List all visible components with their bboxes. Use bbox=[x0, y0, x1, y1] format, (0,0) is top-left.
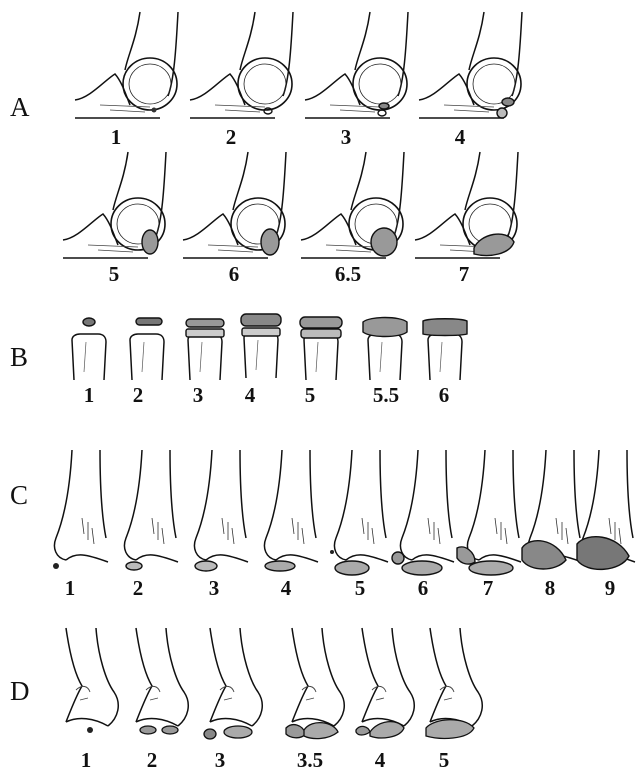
panel-d-stage-label: 3 bbox=[190, 748, 250, 773]
panel-a-stage-5-figure bbox=[58, 150, 170, 262]
panel-c-stage-label: 6 bbox=[393, 576, 453, 601]
panel-c-stage-label: 1 bbox=[40, 576, 100, 601]
panel-d-stage-label: 3.5 bbox=[280, 748, 340, 773]
panel-a-stage-label: 1 bbox=[86, 125, 146, 150]
panel-c-stage-4-figure bbox=[252, 448, 322, 578]
panel-a-stage-1-figure bbox=[70, 10, 182, 122]
panel-c-stage-6-figure bbox=[388, 448, 458, 578]
panel-c-label: C bbox=[10, 480, 28, 511]
panel-c: C 1 2 3 4 5 6 7 8 9 bbox=[0, 440, 639, 610]
panel-d-stage-5-figure bbox=[420, 626, 490, 744]
panel-b-stage-1-figure bbox=[64, 312, 114, 382]
panel-d-stage-3-5-figure bbox=[282, 626, 352, 744]
panel-d-stage-label: 2 bbox=[122, 748, 182, 773]
panel-a-stage-6-figure bbox=[178, 150, 290, 262]
panel-b-stage-5-5-figure bbox=[360, 312, 410, 382]
panel-b-stage-label: 5.5 bbox=[356, 383, 416, 408]
panel-a-label: A bbox=[10, 92, 30, 123]
panel-b-stage-2-figure bbox=[122, 312, 172, 382]
panel-d-stage-label: 1 bbox=[56, 748, 116, 773]
panel-c-stage-label: 8 bbox=[520, 576, 580, 601]
panel-d-stage-3-figure bbox=[200, 626, 270, 744]
panel-a-stage-label: 5 bbox=[84, 262, 144, 287]
panel-a: A 1 2 3 4 5 6 6.5 7 bbox=[0, 0, 639, 290]
panel-c-stage-3-figure bbox=[182, 448, 252, 578]
panel-d: D 1 2 3 3.5 4 5 bbox=[0, 616, 639, 778]
panel-c-stage-label: 5 bbox=[330, 576, 390, 601]
panel-d-stage-label: 4 bbox=[350, 748, 410, 773]
panel-c-stage-7-figure bbox=[455, 448, 525, 578]
panel-b-stage-label: 3 bbox=[168, 383, 228, 408]
panel-a-stage-6-5-figure bbox=[296, 150, 408, 262]
panel-b-stage-5-figure bbox=[296, 312, 346, 382]
panel-c-stage-1-figure bbox=[42, 448, 112, 578]
panel-a-stage-label: 2 bbox=[201, 125, 261, 150]
panel-a-stage-7-figure bbox=[410, 150, 522, 262]
panel-b-stage-label: 2 bbox=[108, 383, 168, 408]
panel-c-stage-label: 4 bbox=[256, 576, 316, 601]
panel-a-stage-label: 6 bbox=[204, 262, 264, 287]
panel-c-stage-9-figure bbox=[569, 448, 639, 578]
panel-b-label: B bbox=[10, 342, 28, 373]
panel-b-stage-4-figure bbox=[236, 310, 286, 380]
panel-b-stage-3-figure bbox=[180, 312, 230, 382]
panel-d-stage-2-figure bbox=[126, 626, 196, 744]
panel-c-stage-5-figure bbox=[322, 448, 392, 578]
panel-b-stage-label: 4 bbox=[220, 383, 280, 408]
panel-a-stage-3-figure bbox=[300, 10, 412, 122]
panel-c-stage-label: 7 bbox=[458, 576, 518, 601]
panel-a-stage-4-figure bbox=[414, 10, 526, 122]
panel-c-stage-label: 2 bbox=[108, 576, 168, 601]
panel-b: B 1 2 3 4 5 5.5 6 bbox=[0, 300, 639, 420]
panel-b-stage-6-figure bbox=[420, 312, 470, 382]
panel-d-stage-4-figure bbox=[352, 626, 422, 744]
panel-c-stage-2-figure bbox=[112, 448, 182, 578]
panel-a-stage-label: 7 bbox=[434, 262, 494, 287]
panel-b-stage-label: 5 bbox=[280, 383, 340, 408]
panel-d-stage-label: 5 bbox=[414, 748, 474, 773]
panel-b-stage-label: 6 bbox=[414, 383, 474, 408]
panel-a-stage-2-figure bbox=[185, 10, 297, 122]
panel-c-stage-label: 9 bbox=[580, 576, 639, 601]
panel-d-label: D bbox=[10, 676, 30, 707]
panel-d-stage-1-figure bbox=[56, 626, 126, 744]
panel-a-stage-label: 4 bbox=[430, 125, 490, 150]
panel-a-stage-label: 3 bbox=[316, 125, 376, 150]
panel-c-stage-label: 3 bbox=[184, 576, 244, 601]
panel-a-stage-label: 6.5 bbox=[318, 262, 378, 287]
